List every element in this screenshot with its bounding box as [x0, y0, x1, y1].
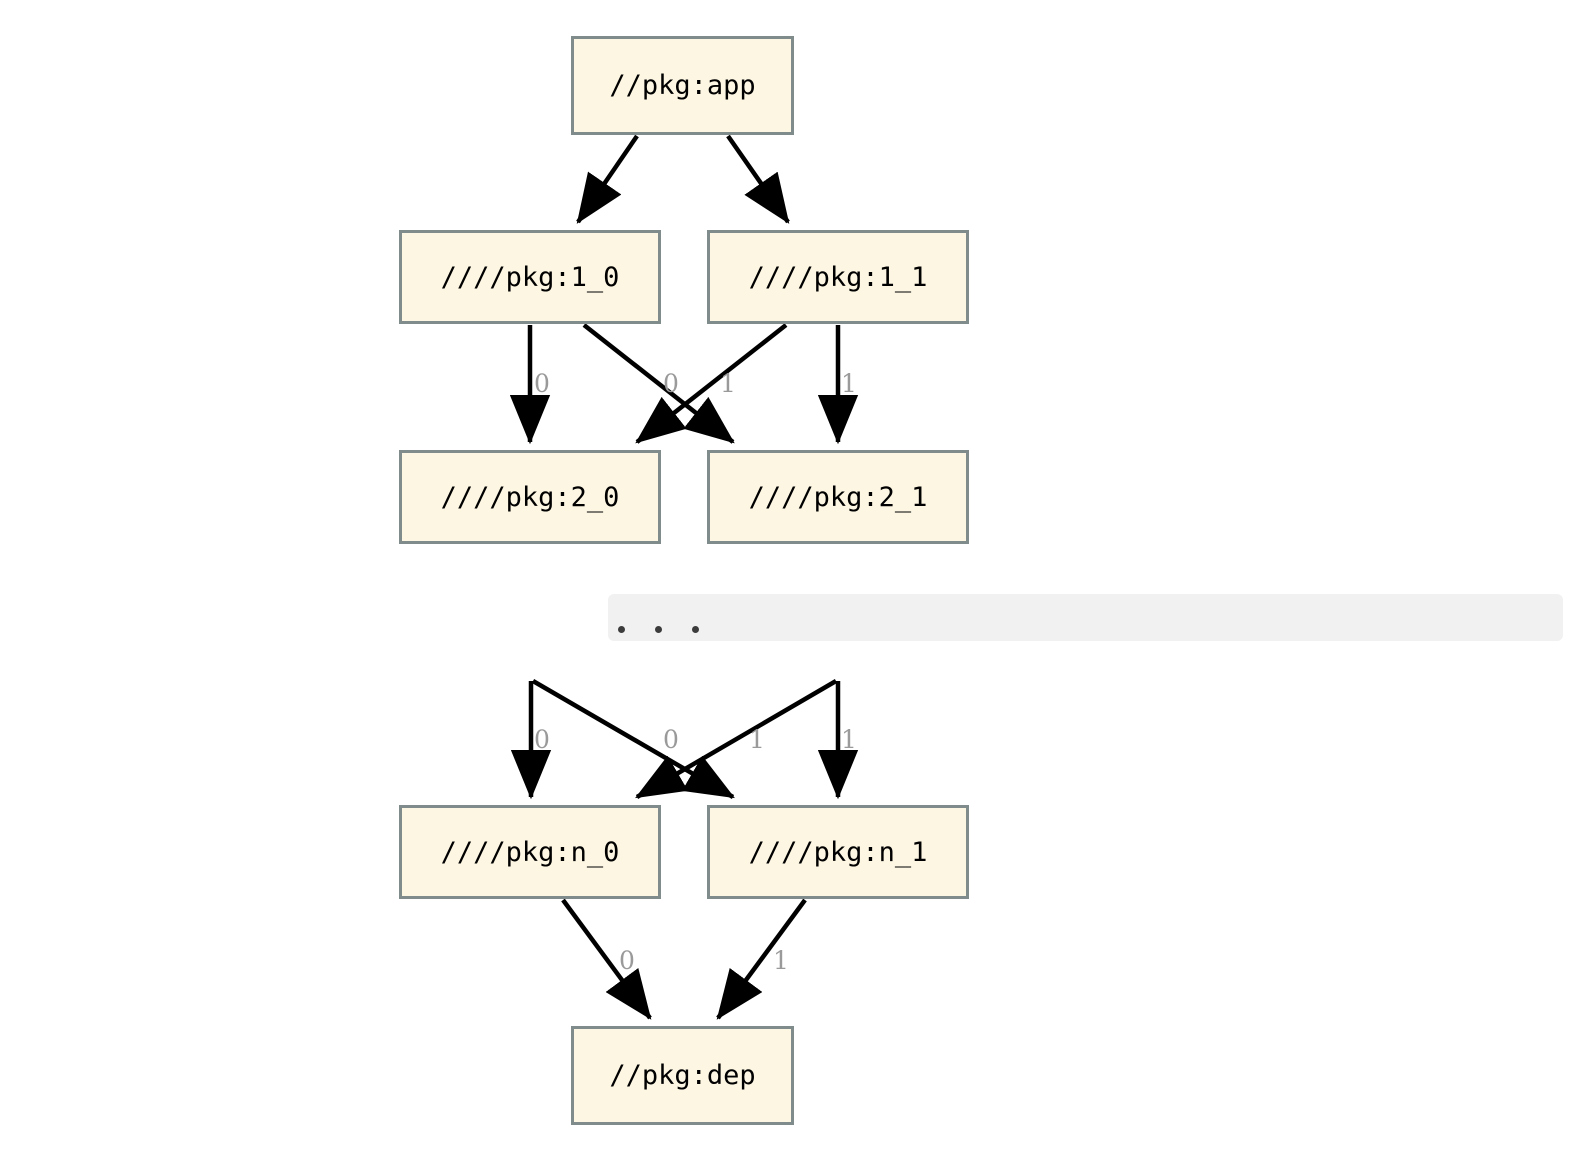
ellipsis-dot	[655, 626, 662, 633]
edge-label-upper-pkgn_0: 0	[534, 725, 550, 754]
node-pkg-1_0[interactable]: ////pkg:1_0	[399, 230, 661, 324]
ellipsis-dot	[692, 626, 699, 633]
node-pkg-n_0[interactable]: ////pkg:n_0	[399, 805, 661, 899]
node-pkg-n_1[interactable]: ////pkg:n_1	[707, 805, 969, 899]
edge-pkg1_0-to-pkg2_1	[582, 323, 735, 444]
edge-pkgn_1-to-dep	[716, 898, 807, 1020]
node-pkg-1_1[interactable]: ////pkg:1_1	[707, 230, 969, 324]
edge-label-pkg1_0-pkg2_1: 0	[663, 369, 679, 398]
edge-label-pkgn_1-dep: 1	[773, 946, 789, 975]
node-pkg-dep[interactable]: //pkg:dep	[571, 1026, 794, 1125]
edge-label-upper2-pkgn_0: 1	[749, 725, 765, 754]
node-label: //pkg:dep	[609, 1060, 756, 1091]
node-pkg-app[interactable]: //pkg:app	[571, 36, 794, 135]
node-pkg-2_1[interactable]: ////pkg:2_1	[707, 450, 969, 544]
edge-app-to-pkg1_0	[576, 134, 639, 224]
edge-label-upper2-pkgn_1: 1	[841, 725, 857, 754]
node-label: ////pkg:2_0	[440, 481, 620, 513]
edge-label-pkg1_1-pkg2_1: 1	[841, 369, 857, 398]
node-label: //pkg:app	[609, 70, 756, 101]
ellipsis-dot	[618, 626, 625, 633]
edge-label-pkg1_0-pkg2_0: 0	[534, 369, 550, 398]
edge-app-to-pkg1_1	[726, 134, 790, 224]
ellipsis-separator	[608, 594, 1563, 641]
edge-upper-to-pkgn_1	[531, 679, 735, 799]
edge-label-upper-pkgn_1: 0	[663, 725, 679, 754]
node-label: ////pkg:n_1	[748, 836, 928, 868]
node-label: ////pkg:n_0	[440, 836, 620, 868]
node-label: ////pkg:1_1	[748, 261, 928, 293]
edge-pkg1_1-to-pkg2_0	[635, 323, 788, 444]
edge-label-pkgn_0-dep: 0	[619, 946, 635, 975]
node-pkg-2_0[interactable]: ////pkg:2_0	[399, 450, 661, 544]
node-label: ////pkg:1_0	[440, 261, 620, 293]
edge-pkgn_0-to-dep	[561, 898, 652, 1020]
edge-label-pkg1_1-pkg2_0: 1	[720, 369, 736, 398]
node-label: ////pkg:2_1	[748, 481, 928, 513]
